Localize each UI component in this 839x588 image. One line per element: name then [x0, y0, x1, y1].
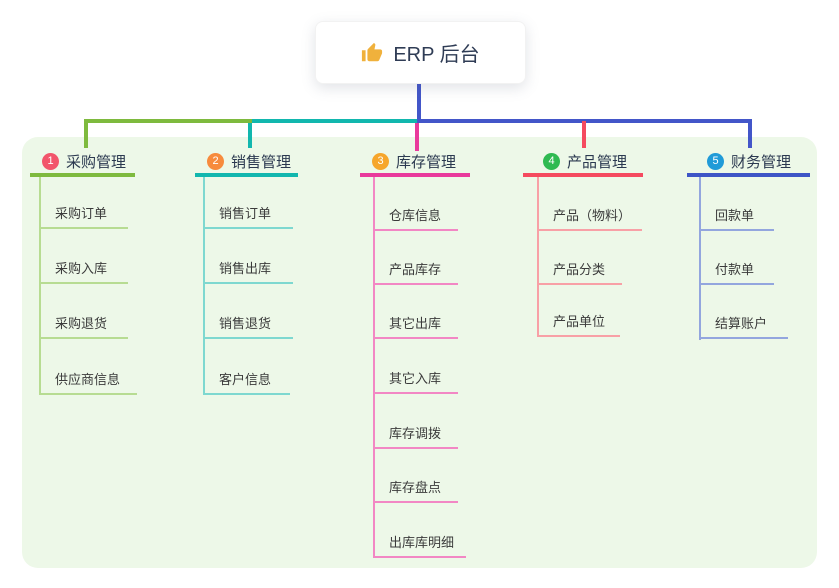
mindmap-node[interactable]: 产品（物料） [537, 205, 642, 231]
branch-spine [373, 177, 375, 558]
branch-header-sales[interactable]: 2 销售管理 [195, 149, 298, 177]
root-title: ERP 后台 [393, 44, 480, 66]
mindmap-node[interactable]: 回款单 [699, 205, 774, 231]
branch-label: 库存管理 [396, 153, 457, 171]
mindmap-node[interactable]: 采购订单 [39, 203, 128, 229]
mindmap-node[interactable]: 采购入库 [39, 258, 128, 284]
branch-spine [699, 177, 701, 340]
root-node[interactable]: ERP 后台 [315, 21, 526, 84]
branch-spine [537, 177, 539, 337]
mindmap-node[interactable]: 销售订单 [203, 203, 293, 229]
mindmap-node[interactable]: 采购退货 [39, 313, 128, 339]
branch-header-inventory[interactable]: 3 库存管理 [360, 149, 470, 177]
mindmap-node[interactable]: 出库库明细 [373, 532, 466, 558]
mindmap-node[interactable]: 仓库信息 [373, 205, 458, 231]
branch-number-badge: 3 [372, 152, 389, 170]
mindmap-node[interactable]: 产品库存 [373, 259, 458, 285]
branch-number-badge: 2 [207, 152, 224, 170]
mindmap-node[interactable]: 供应商信息 [39, 369, 137, 395]
mindmap-node[interactable]: 其它出库 [373, 313, 458, 339]
branch-number-badge: 5 [707, 152, 724, 170]
mindmap-node[interactable]: 产品分类 [537, 259, 622, 285]
branch-spine [39, 177, 41, 395]
board-background [22, 137, 817, 568]
branch-label: 采购管理 [66, 153, 127, 171]
mindmap-node[interactable]: 客户信息 [203, 369, 290, 395]
branch-header-purchase[interactable]: 1 采购管理 [30, 149, 135, 177]
branch-header-finance[interactable]: 5 财务管理 [687, 149, 810, 177]
branch-number-badge: 1 [42, 152, 59, 170]
mindmap-node[interactable]: 结算账户 [699, 313, 788, 339]
mindmap-node[interactable]: 付款单 [699, 259, 774, 285]
branch-spine [203, 177, 205, 395]
branch-label: 财务管理 [731, 153, 792, 171]
branch-number-badge: 4 [543, 152, 560, 170]
mindmap-node[interactable]: 销售退货 [203, 313, 293, 339]
mindmap-node[interactable]: 库存调拨 [373, 423, 458, 449]
branch-label: 销售管理 [231, 153, 292, 171]
mindmap-node[interactable]: 产品单位 [537, 311, 620, 337]
branch-label: 产品管理 [567, 153, 628, 171]
mindmap-node[interactable]: 其它入库 [373, 368, 458, 394]
mindmap-node[interactable]: 库存盘点 [373, 477, 458, 503]
thumbs-up-icon [361, 42, 383, 64]
branch-header-product[interactable]: 4 产品管理 [523, 149, 643, 177]
mindmap-node[interactable]: 销售出库 [203, 258, 293, 284]
